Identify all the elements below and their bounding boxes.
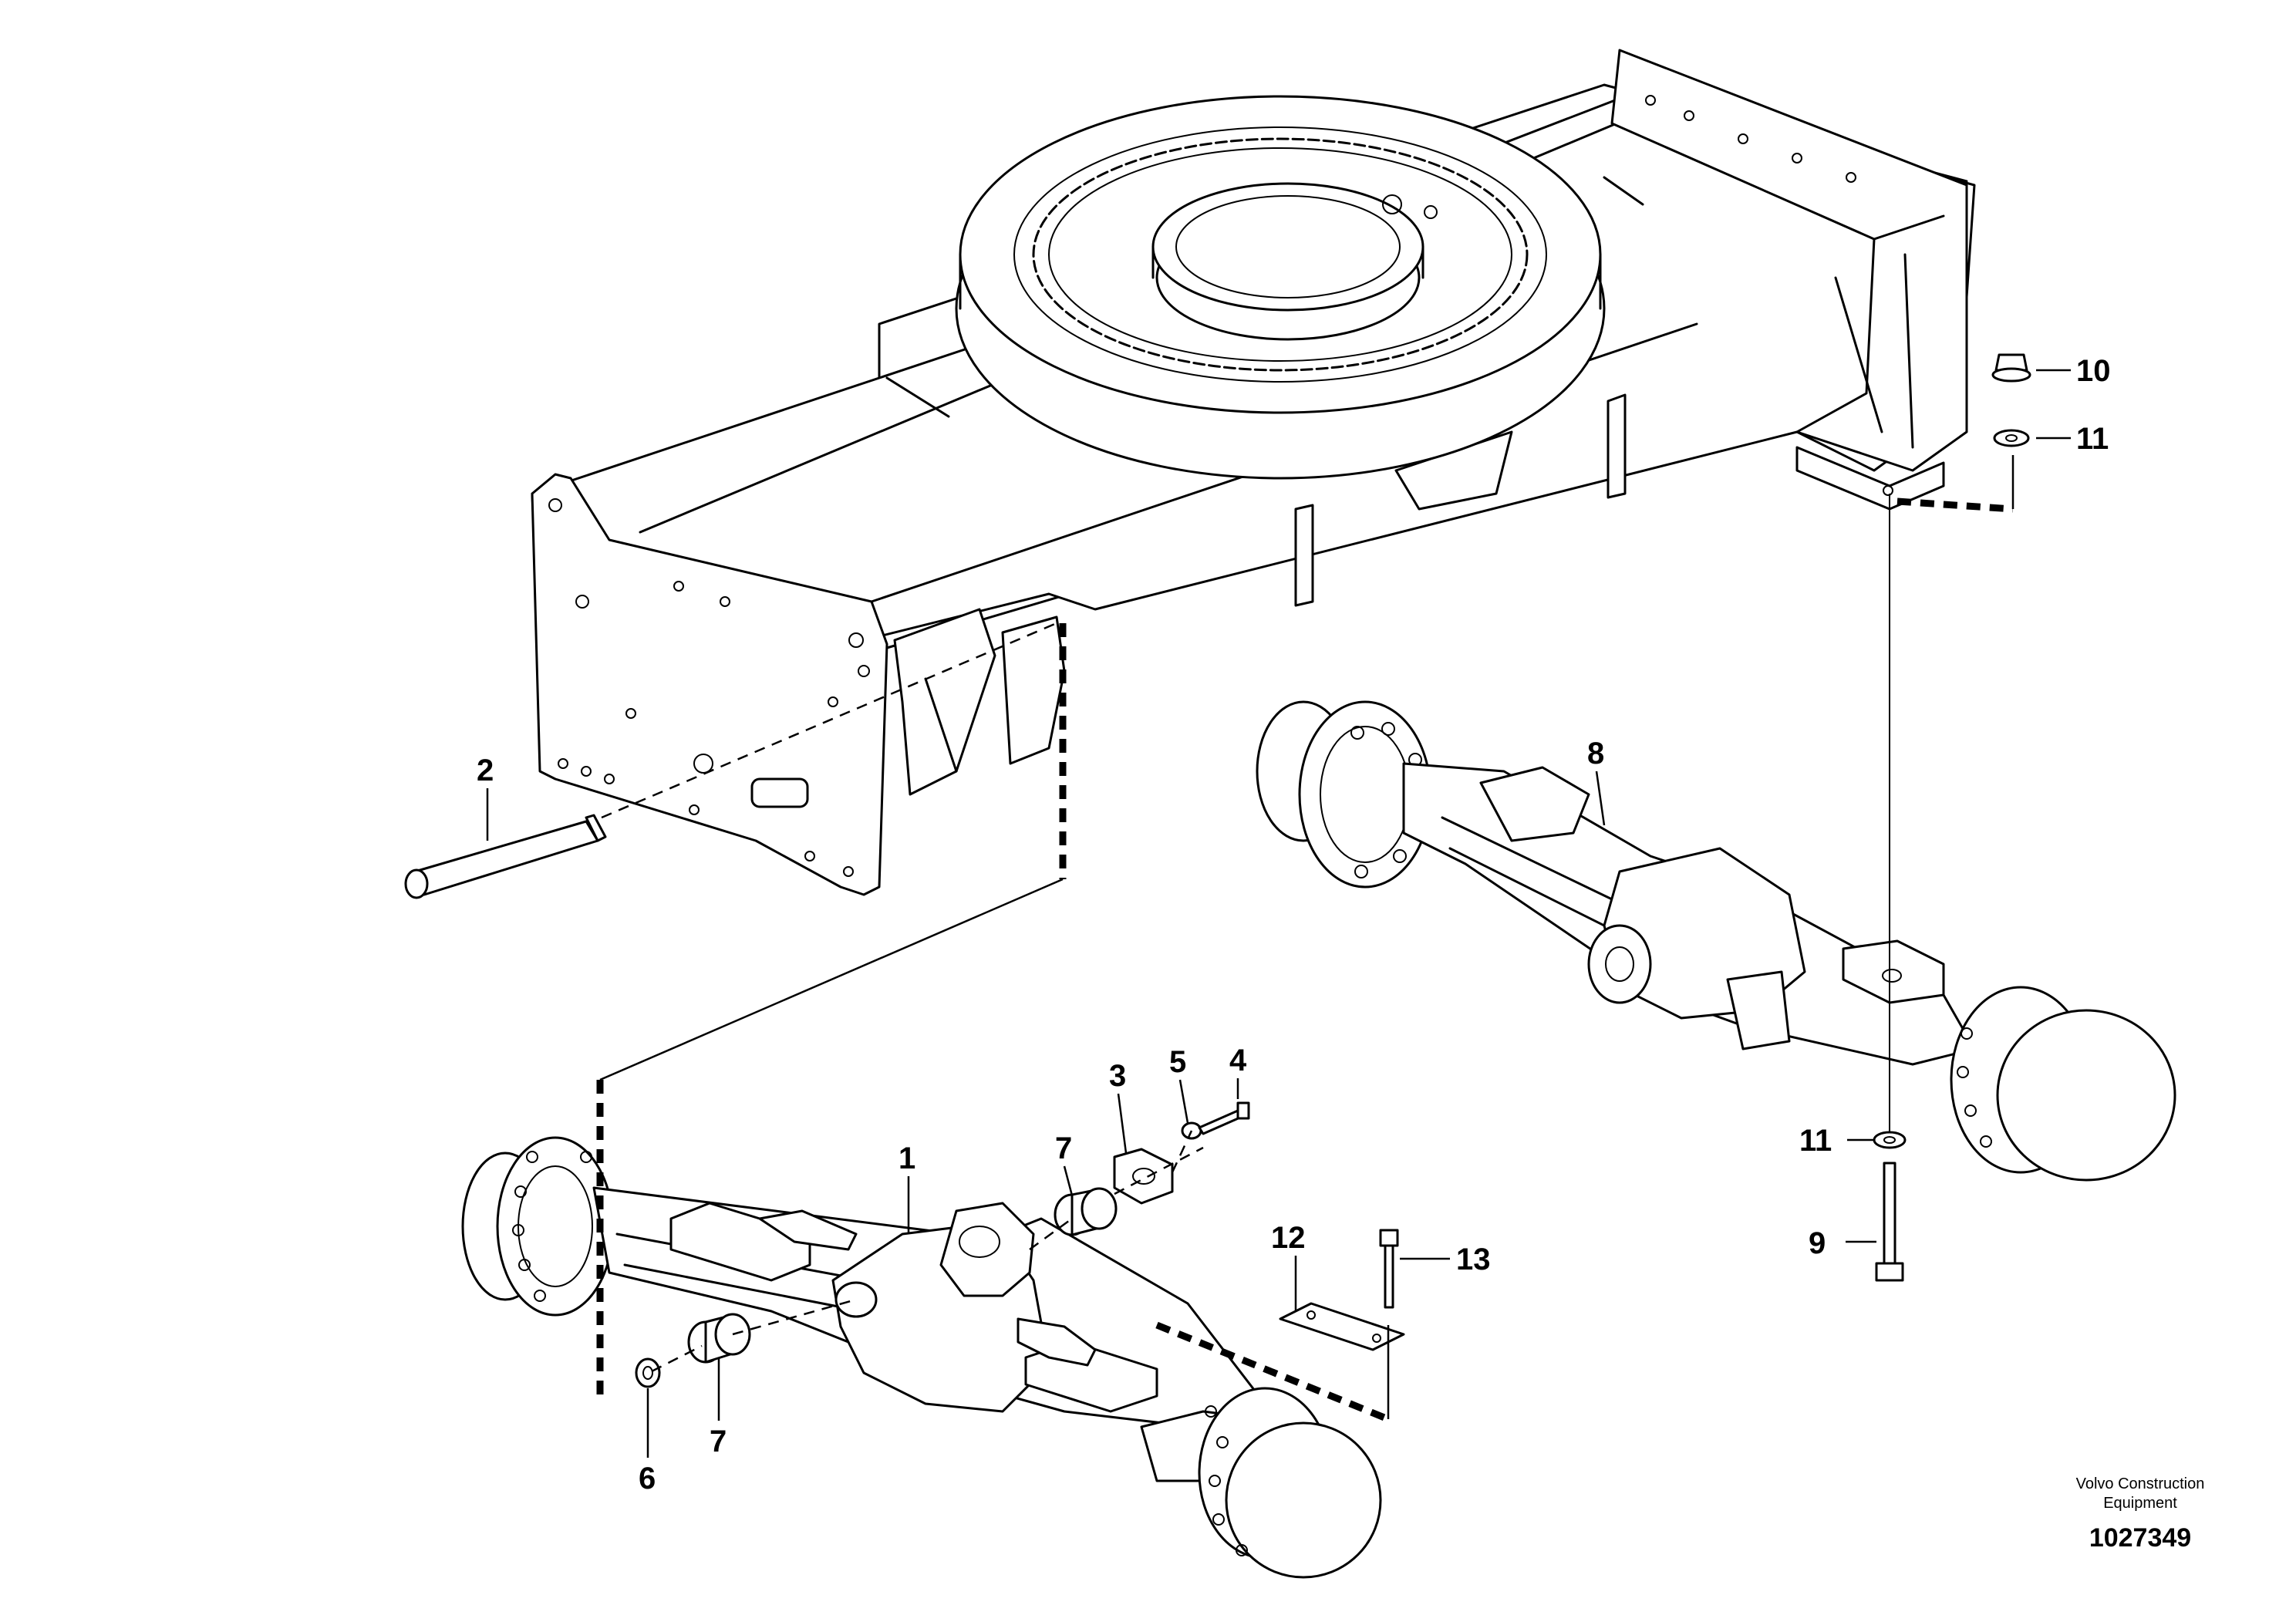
callout-10: 10: [2076, 354, 2111, 388]
callout-2: 2: [477, 754, 494, 787]
assembly-lines: [596, 455, 2014, 1423]
callout-9: 9: [1809, 1226, 1826, 1260]
callout-1: 1: [899, 1141, 915, 1175]
callout-7-upper: 7: [1055, 1131, 1072, 1165]
callout-labels: 1 2 3 4 5 6 7 7 8 9 10 11 11 12 13: [477, 354, 2111, 1496]
pivot-pin: [404, 814, 607, 899]
footer: Volvo Construction Equipment 1027349: [2076, 1475, 2205, 1553]
rear-axle: [1256, 700, 2176, 1182]
callout-8: 8: [1587, 737, 1604, 771]
callout-11-lower: 11: [1799, 1124, 1832, 1158]
company-name-line2: Equipment: [2103, 1495, 2177, 1512]
callout-leaders: [486, 369, 2071, 1458]
front-axle-fittings: [635, 1101, 1405, 1388]
slewing-ring: [955, 95, 1606, 480]
callout-6: 6: [639, 1462, 656, 1496]
callout-5: 5: [1169, 1045, 1186, 1079]
callout-13: 13: [1456, 1243, 1491, 1276]
callout-12: 12: [1271, 1221, 1306, 1255]
callout-4: 4: [1229, 1044, 1247, 1077]
callout-11-upper: 11: [2076, 422, 2109, 456]
callout-3: 3: [1109, 1059, 1126, 1093]
company-name-line1: Volvo Construction: [2076, 1475, 2205, 1492]
front-axle: [461, 1136, 1382, 1579]
callout-7-lower: 7: [710, 1425, 727, 1458]
mounting-hardware: [1873, 353, 2031, 1282]
drawing-number: 1027349: [2089, 1523, 2191, 1553]
